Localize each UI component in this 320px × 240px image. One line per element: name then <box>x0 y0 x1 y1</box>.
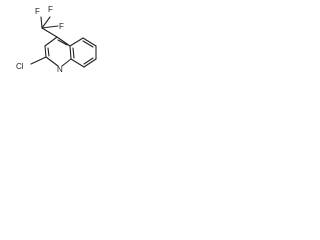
bond-c-f-top <box>41 16 51 29</box>
atom-label-f-right: F <box>59 22 64 31</box>
bond-c2-cl <box>30 56 47 65</box>
bond-c4a-c5 <box>69 37 84 47</box>
bond-c-f-right <box>41 25 59 29</box>
bond-c5-c6-double <box>82 40 94 48</box>
bond-n-c8a <box>61 58 72 67</box>
bond-c4a-c4 <box>56 36 71 47</box>
bond-c5-c6 <box>82 37 97 47</box>
chemical-structure-diagram: F F F Cl N <box>16 5 97 74</box>
bond-c4-c3 <box>44 36 58 47</box>
atom-label-f-left: F <box>35 7 40 16</box>
bond-cf3-c4 <box>41 27 58 38</box>
bond-c4a-c4-double <box>57 39 68 46</box>
bond-c3-c2-double <box>47 47 50 57</box>
bond-c8a-c4a-inner <box>72 47 75 59</box>
atom-label-cl: Cl <box>16 62 24 71</box>
bond-c7-c8-double <box>83 57 94 65</box>
bond-c8-c8a <box>70 58 85 68</box>
bond-c2-n <box>45 56 59 67</box>
atom-label-n: N <box>57 65 63 74</box>
structure-canvas: F F F Cl N <box>0 0 101 93</box>
bond-c-f-left <box>40 16 43 29</box>
bond-c8a-c4a <box>69 45 72 60</box>
bond-c7-c8 <box>83 58 97 68</box>
atom-label-f-top: F <box>48 5 53 14</box>
bond-c3-c2 <box>44 45 47 58</box>
